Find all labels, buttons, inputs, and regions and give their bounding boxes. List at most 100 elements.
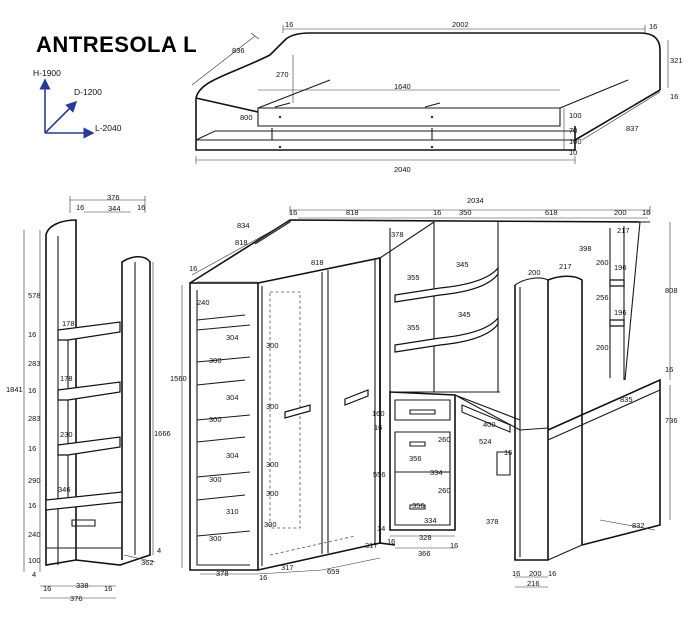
unit-dim-label: 736 <box>665 416 678 425</box>
unit-dim-label: 355 <box>407 323 420 332</box>
bed-dim-label: 837 <box>626 124 639 133</box>
unit-dim-label: 378 <box>486 517 499 526</box>
unit-dimensions: 2034 834 16 818 16 350 618 200 16 818 37… <box>170 196 678 588</box>
unit-dim-label: 16 <box>433 208 441 217</box>
unit-dim-label: 300 <box>266 460 279 469</box>
stairs-dim-label: 16 <box>28 386 36 395</box>
stairs-dim-label: 178 <box>62 319 75 328</box>
stairs-dim-label: 178 <box>60 374 73 383</box>
unit-dim-label: 334 <box>430 468 443 477</box>
stairs-dim-label: 240 <box>28 530 41 539</box>
unit-dim-label: 300 <box>209 415 222 424</box>
unit-dim-label: 260 <box>596 343 609 352</box>
unit-dim-label: 240 <box>197 298 210 307</box>
unit-dim-label: 16 <box>548 569 556 578</box>
unit-drawing <box>181 206 671 588</box>
unit-dim-label: 334 <box>424 516 437 525</box>
stairs-dim-label: 230 <box>60 430 73 439</box>
unit-dim-label: 300 <box>266 341 279 350</box>
bed-dim-label: 1640 <box>394 82 411 91</box>
unit-dim-label: 378 <box>216 569 229 578</box>
unit-dim-label: 356 <box>412 501 425 510</box>
unit-dim-label: 1560 <box>170 374 187 383</box>
unit-dim-label: 300 <box>264 520 277 529</box>
length-axis-label: L-2040 <box>95 123 122 133</box>
unit-dim-label: 818 <box>346 208 359 217</box>
unit-dim-label: 304 <box>226 333 239 342</box>
unit-dim-label: 16 <box>289 208 297 217</box>
unit-dim-label: 317 <box>281 563 294 572</box>
stairs-dim-label: 4 <box>32 570 36 579</box>
unit-dim-label: 808 <box>665 286 678 295</box>
unit-dim-label: 818 <box>235 238 248 247</box>
unit-dim-label: 300 <box>209 475 222 484</box>
stairs-dim-label: 16 <box>43 584 51 593</box>
unit-dim-label: 16 <box>189 264 197 273</box>
stairs-drawing <box>23 196 156 599</box>
unit-dim-label: 16 <box>259 573 267 582</box>
stairs-dim-label: 16 <box>28 330 36 339</box>
stairs-dim-label: 1841 <box>6 385 23 394</box>
stairs-dim-label: 376 <box>107 193 120 202</box>
bed-dim-label: 100 <box>569 111 582 120</box>
bed-dim-label: 16 <box>670 92 678 101</box>
unit-dim-label: 260 <box>438 435 451 444</box>
diagram-title: ANTRESOLA L <box>36 32 198 57</box>
bed-dimensions: 16 2002 16 836 321 16 270 1640 800 100 7… <box>232 20 683 174</box>
unit-dim-label: 217 <box>617 226 630 235</box>
stairs-dim-label: 346 <box>58 485 71 494</box>
unit-dim-label: 16 <box>450 541 458 550</box>
stairs-dim-label: 100 <box>28 556 41 565</box>
unit-dim-label: 200 <box>614 208 627 217</box>
stairs-dim-label: 1666 <box>154 429 171 438</box>
unit-dim-label: 260 <box>438 486 451 495</box>
bed-dim-label: 2002 <box>452 20 469 29</box>
stairs-dim-label: 16 <box>104 584 112 593</box>
unit-dim-label: 196 <box>614 308 627 317</box>
unit-dim-label: 16 <box>374 423 382 432</box>
stairs-dim-label: 344 <box>108 204 121 213</box>
bed-dim-label: 70 <box>569 126 577 135</box>
bed-dim-label: 100 <box>569 137 582 146</box>
unit-dim-label: 345 <box>456 260 469 269</box>
unit-dim-label: 256 <box>596 293 609 302</box>
unit-dim-label: 260 <box>596 258 609 267</box>
unit-dim-label: 834 <box>237 221 250 230</box>
unit-dim-label: 216 <box>527 579 540 588</box>
depth-axis-label: D-1200 <box>74 87 102 97</box>
unit-dim-label: 328 <box>419 533 432 542</box>
unit-dim-label: 304 <box>226 451 239 460</box>
unit-dim-label: 355 <box>407 273 420 282</box>
bed-dim-label: 2040 <box>394 165 411 174</box>
unit-dim-label: 659 <box>327 567 340 576</box>
stairs-dim-label: 4 <box>157 546 161 555</box>
unit-dim-label: 556 <box>373 470 386 479</box>
unit-dim-label: 160 <box>372 409 385 418</box>
height-axis-label: H-1900 <box>33 68 61 78</box>
unit-dim-label: 345 <box>458 310 471 319</box>
bed-dim-label: 10 <box>569 148 577 157</box>
unit-dim-label: 356 <box>409 454 422 463</box>
stairs-dim-label: 16 <box>28 501 36 510</box>
unit-dim-label: 835 <box>620 395 633 404</box>
unit-dim-label: 524 <box>479 437 492 446</box>
unit-dim-label: 304 <box>226 393 239 402</box>
unit-dim-label: 14 <box>377 524 385 533</box>
bed-dim-label: 16 <box>285 20 293 29</box>
unit-dim-label: 400 <box>483 420 496 429</box>
stairs-dim-label: 578 <box>28 291 41 300</box>
bed-dim-label: 270 <box>276 70 289 79</box>
unit-dim-label: 300 <box>266 489 279 498</box>
unit-dim-label: 618 <box>545 208 558 217</box>
stairs-dim-label: 338 <box>76 581 89 590</box>
bed-dim-label: 16 <box>649 22 657 31</box>
unit-dim-label: 200 <box>528 268 541 277</box>
stairs-dim-label: 362 <box>141 558 154 567</box>
depth-axis-arrow <box>44 100 78 134</box>
unit-dim-label: 16 <box>642 208 650 217</box>
unit-dim-label: 818 <box>311 258 324 267</box>
bed-dim-label: 800 <box>240 113 253 122</box>
stairs-dimensions: 376 16 344 16 578 16 283 16 283 16 290 1… <box>6 193 171 603</box>
